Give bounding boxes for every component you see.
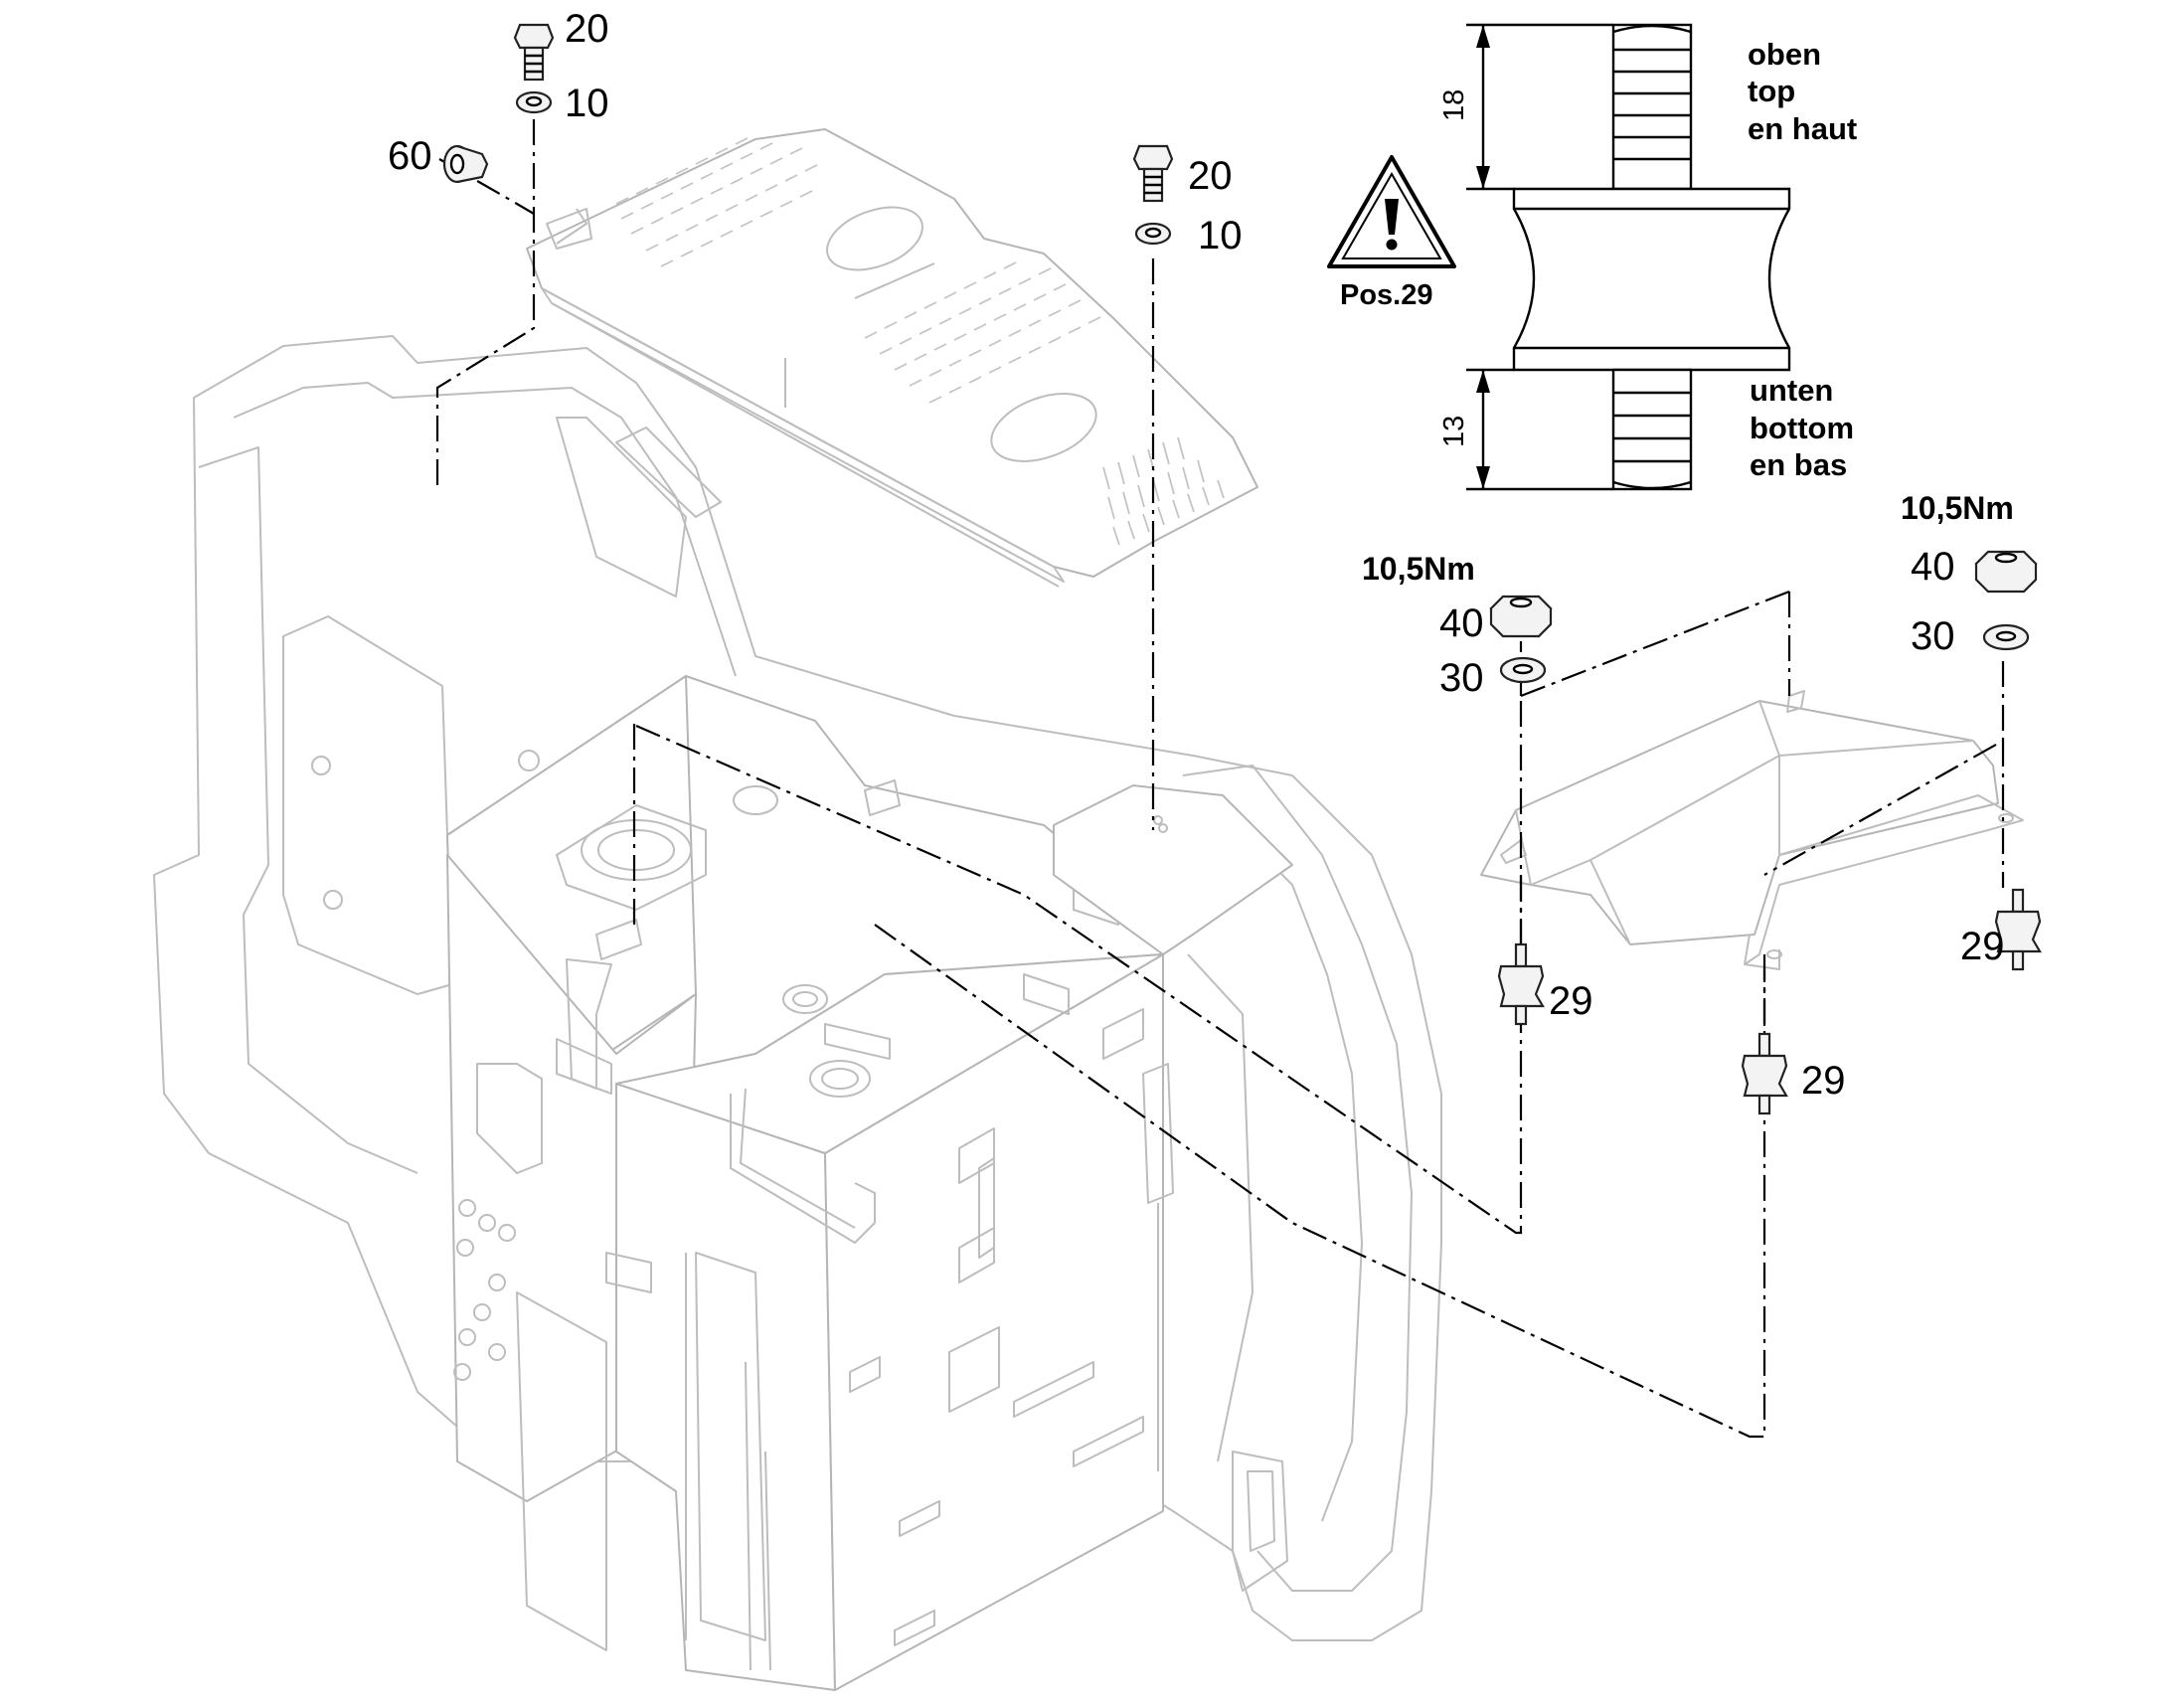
control-box-assembly [446,675,1293,1691]
bolt-20-left [513,23,555,82]
label-bolt-20-mid: 20 [1188,154,1233,198]
label-bottom-en: bottom [1750,411,1854,445]
label-torque-left: 10,5Nm [1362,551,1475,587]
label-plug-60: 60 [388,134,432,178]
assembly-lines [435,119,2005,1439]
chassis-frame [153,335,1442,1641]
warning-caption: Pos.29 [1340,279,1433,311]
nut-40-left [1489,595,1553,638]
label-washer-10-mid: 10 [1198,214,1243,257]
dim-top-18: 18 [1438,89,1470,121]
washer-30-right [1982,623,2030,651]
mounting-bracket [1480,690,2024,970]
label-washer-30-left: 30 [1439,656,1484,700]
rubber-mount-29-c [1741,1032,1788,1115]
label-nut-40-right: 40 [1911,545,1955,589]
label-bottom-fr: en bas [1750,447,1847,482]
bolt-20-mid [1132,144,1174,203]
louvered-cover [526,128,1258,588]
plug-60 [442,144,489,184]
washer-10-mid [1134,222,1172,246]
label-washer-30-right: 30 [1911,614,1955,658]
label-nut-40-left: 40 [1439,601,1484,645]
label-top-fr: en haut [1748,111,1857,146]
nut-40-right [1974,550,2038,594]
label-torque-right: 10,5Nm [1901,490,2014,526]
cover-slots [615,137,1225,546]
label-mount-29-c: 29 [1801,1059,1846,1103]
label-washer-10-left: 10 [565,82,609,125]
mount-detail-drawing: 18 13 [1438,23,1791,491]
warning-icon [1327,155,1456,268]
washer-10-left [515,90,553,114]
dim-bottom-13: 13 [1438,416,1470,447]
label-mount-29-b: 29 [1960,925,2005,968]
label-bottom-de: unten [1750,373,1833,408]
label-top-en: top [1748,74,1795,108]
label-top-de: oben [1748,37,1821,72]
label-bolt-20-left: 20 [565,7,609,51]
label-mount-29-a: 29 [1549,979,1593,1023]
rubber-mount-29-a [1497,942,1545,1026]
washer-30-left [1499,656,1547,684]
rubber-mount-29-b [1994,888,2042,971]
